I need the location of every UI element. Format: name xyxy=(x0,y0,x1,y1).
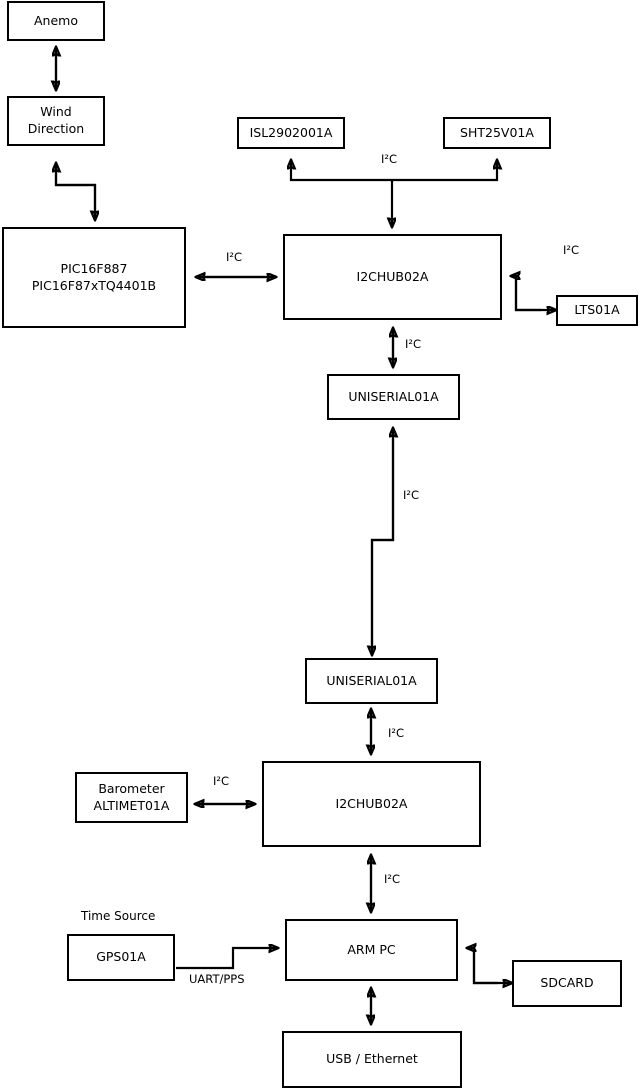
node-arm-pc[interactable]: ARM PC xyxy=(285,919,458,981)
node-i2chub02a-top-label: I2CHUB02A xyxy=(356,268,429,284)
node-sdcard-label: SDCARD xyxy=(540,975,594,991)
node-sdcard[interactable]: SDCARD xyxy=(512,960,622,1007)
node-anemo[interactable]: Anemo xyxy=(7,1,105,41)
node-usb-ethernet-label: USB / Ethernet xyxy=(326,1051,418,1067)
edge-label-gps-armpc: UART/PPS xyxy=(189,972,245,986)
edge-label-barometer-hub: I²C xyxy=(213,774,230,788)
node-sht25v01a[interactable]: SHT25V01A xyxy=(443,117,551,149)
edge-label-hub-armpc: I²C xyxy=(384,872,401,886)
connector-sensors-hubtop xyxy=(291,160,497,227)
connector-uniserial-link xyxy=(372,428,393,655)
node-uniserial01a-bottom[interactable]: UNISERIAL01A xyxy=(305,658,438,704)
edge-label-uniserial-link: I²C xyxy=(403,488,420,502)
connector-hubtop-lts xyxy=(511,276,556,310)
node-arm-pc-label: ARM PC xyxy=(347,941,396,957)
edge-label-hub-uniserial: I²C xyxy=(405,337,422,351)
node-isl2902001a-label: ISL2902001A xyxy=(249,124,333,140)
node-i2chub02a-bottom-label: I2CHUB02A xyxy=(335,795,408,811)
node-lts01a-label: LTS01A xyxy=(574,302,620,318)
node-wind-direction-label: Wind Direction xyxy=(27,104,85,136)
node-anemo-label: Anemo xyxy=(34,12,78,28)
node-barometer-altimet01a[interactable]: Barometer ALTIMET01A xyxy=(75,772,188,823)
connector-armpc-sdcard xyxy=(467,948,512,983)
node-uniserial01a-top[interactable]: UNISERIAL01A xyxy=(327,374,460,420)
node-i2chub02a-top[interactable]: I2CHUB02A xyxy=(283,234,502,320)
node-barometer-altimet01a-label: Barometer ALTIMET01A xyxy=(93,780,170,813)
connector-wind-pic xyxy=(56,163,95,220)
connector-gps-armpc xyxy=(176,948,278,970)
node-uniserial01a-top-label: UNISERIAL01A xyxy=(348,388,439,404)
node-pic-microcontroller-label: PIC16F887 PIC16F87xTQ4401B xyxy=(31,260,157,293)
node-usb-ethernet[interactable]: USB / Ethernet xyxy=(282,1031,462,1088)
node-pic-microcontroller[interactable]: PIC16F887 PIC16F87xTQ4401B xyxy=(2,227,186,328)
edge-label-sensors-hub: I²C xyxy=(381,152,398,166)
node-gps01a-label: GPS01A xyxy=(96,949,146,965)
node-i2chub02a-bottom[interactable]: I2CHUB02A xyxy=(262,761,481,847)
node-sht25v01a-label: SHT25V01A xyxy=(460,124,534,140)
node-lts01a[interactable]: LTS01A xyxy=(556,295,638,326)
node-isl2902001a[interactable]: ISL2902001A xyxy=(237,117,345,149)
edge-label-pic-hub: I²C xyxy=(226,250,243,264)
label-time-source: Time Source xyxy=(81,909,156,923)
node-gps01a[interactable]: GPS01A xyxy=(67,934,175,981)
node-uniserial01a-bottom-label: UNISERIAL01A xyxy=(326,672,417,688)
edge-label-uniserial-hub-bottom: I²C xyxy=(388,726,405,740)
node-wind-direction[interactable]: Wind Direction xyxy=(7,96,105,146)
edge-label-hub-lts: I²C xyxy=(563,243,580,257)
